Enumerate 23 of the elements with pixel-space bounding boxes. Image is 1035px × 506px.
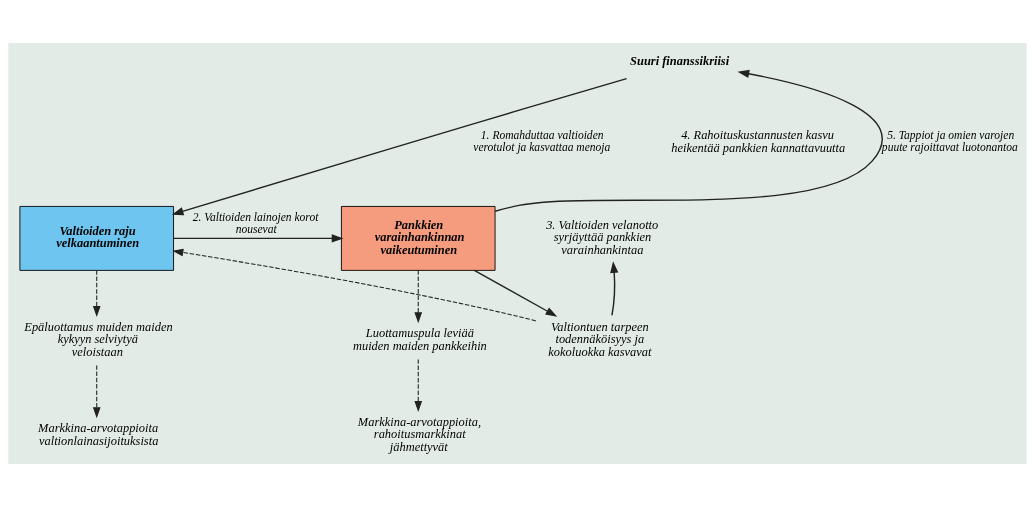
arrow xyxy=(414,358,423,412)
edge-label: 2. Valtioiden lainojen korot nousevat xyxy=(192,210,319,235)
node-text: Epäluottamus muiden maiden kykyyn selviytyä veloistaan xyxy=(24,319,173,359)
node-text: Markkina-arvotappioita, rahoitusmarkkinat jähmettyvät xyxy=(357,414,482,454)
arrow xyxy=(172,248,537,321)
arrow xyxy=(610,260,619,316)
arrow xyxy=(414,269,423,323)
arrow xyxy=(171,77,628,215)
node-box: Pankkien varainhankinnan vaikeutuminen xyxy=(340,205,496,271)
label: 4. Rahoituskustannusten kasvu heikentää pankkien kannattavuutta xyxy=(671,127,846,155)
node-text: Suuri finanssikriisi xyxy=(630,53,730,68)
node-text: 3. Valtioiden velanotto syrjäyttää pankkien varainhankintaa xyxy=(546,217,659,257)
edge-label: 1. Romahduttaa valtioiden verotulot ja kasvattaa menoja xyxy=(473,128,611,153)
arrow xyxy=(92,364,101,418)
node-text: Luottamuspula leviää muiden maiden pankkeihin xyxy=(352,325,487,353)
node-box: Valtioiden raju velkaantuminen xyxy=(19,205,174,271)
node-text: Valtiontuen tarpeen todennäköisyys ja kokoluokka kasvavat xyxy=(548,319,652,359)
arrow xyxy=(494,69,883,212)
edge-label: 5. Tappiot ja omien varojen puute rajoittavat luotonantoa xyxy=(881,128,1018,153)
arrow xyxy=(92,269,101,317)
arrow xyxy=(473,269,558,317)
node-text: Markkina-arvotappioita valtionlainasijoituksista xyxy=(38,420,159,448)
arrow xyxy=(173,233,344,242)
